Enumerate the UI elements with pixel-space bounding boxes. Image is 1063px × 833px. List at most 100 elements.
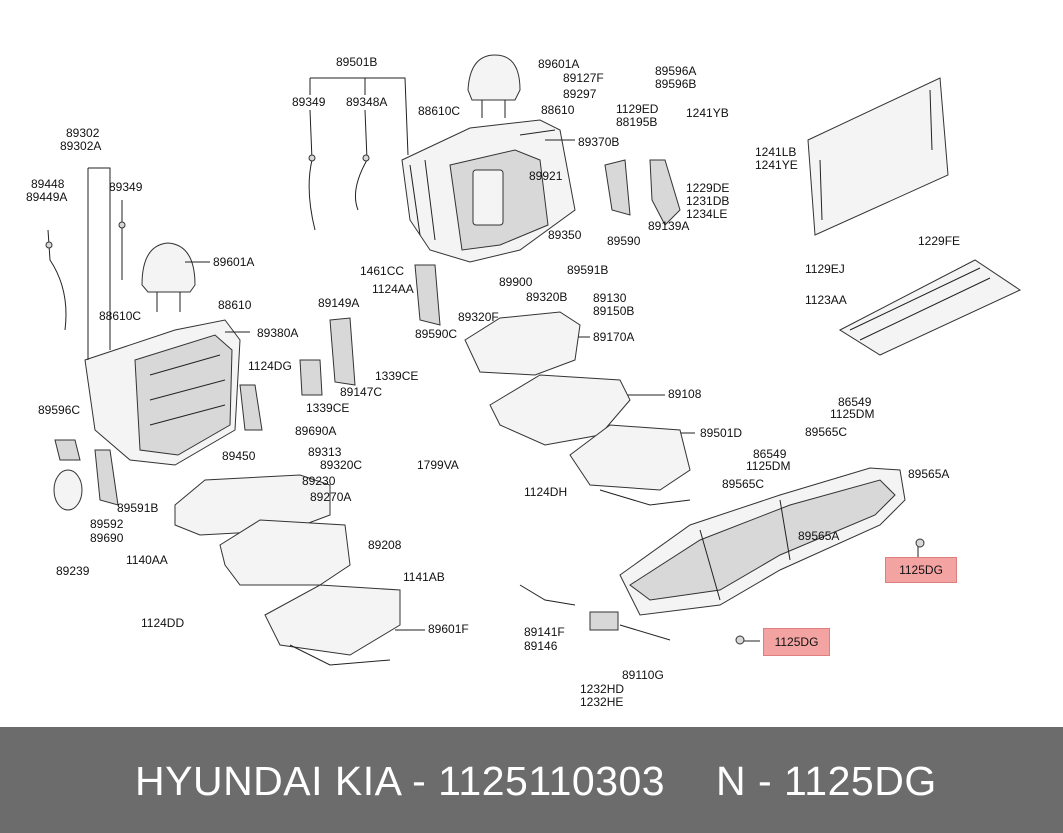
seat-cushion-left [174,474,401,666]
part-label: 89565C [722,477,765,491]
bench-seat-right [619,467,906,616]
part-label: 1124AA [372,282,414,296]
part-label: 1229FE [918,234,961,248]
part-label: 1229DE [686,181,730,195]
part-label: 89146 [524,639,558,653]
part-label: 89900 [499,275,533,289]
part-label: 89921 [529,169,563,183]
part-label: 1231DB [686,194,730,208]
part-label: 89349 [109,180,143,194]
part-label: 89348A [346,95,388,109]
part-label: 89370B [578,135,620,149]
part-label: 1140AA [126,553,168,567]
part-label: 1125DM [746,459,791,473]
part-label: 89147C [340,385,383,399]
seat-cushion-center [464,311,691,506]
part-label: 89380A [257,326,299,340]
part-label: 89108 [668,387,702,401]
part-label: 89320C [320,458,363,472]
part-label: 89302A [60,139,102,153]
part-label: 1339CE [375,369,419,383]
part-label: 89596C [38,403,81,417]
part-label: 89239 [56,564,90,578]
headrest-upper [467,54,521,118]
part-label: 89450 [222,449,256,463]
part-label: 1799VA [417,458,459,472]
part-label: 1339CE [306,401,350,415]
part-label: 89350 [548,228,582,242]
part-label: 86549 [753,447,787,461]
part-label: 89170A [593,330,635,344]
part-label: 89596B [655,77,697,91]
part-label: 1125DM [830,407,875,421]
part-label: 1241YB [686,106,729,120]
part-label: 89320B [526,290,568,304]
part-label: 88610C [99,309,142,323]
part-label: 89349 [292,95,326,109]
part-label: 89449A [26,190,68,204]
part-label: 1129EJ [805,262,845,276]
part-label: 89565C [805,425,848,439]
part-label: 89690 [90,531,124,545]
highlighted-part-label: 1125DG [885,557,957,583]
part-label: 89591B [567,263,609,277]
parts-drawing [45,54,1022,666]
footer-bar: HYUNDAI KIA - 1125110303 N - 1125DG [0,727,1063,833]
part-label: 89208 [368,538,402,552]
part-label: 86549 [838,395,872,409]
small-parts [53,159,925,645]
headrest-left [141,242,196,312]
part-label: 89601F [428,622,469,636]
part-label: 1232HD [580,682,625,696]
highlighted-part-label: 1125DG [763,628,830,656]
part-label: 88610 [541,103,575,117]
part-label: 89297 [563,87,597,101]
footer-code: N - 1125DG [716,758,937,804]
seatback-frame-upper [401,119,576,263]
part-label: 1124DD [141,616,185,630]
part-label: 1124DG [248,359,292,373]
cables [45,109,576,606]
part-label: 1234LE [686,207,728,221]
part-label: 89592 [90,517,124,531]
part-label: 89501B [336,55,378,69]
part-label: 89150B [593,304,635,318]
part-label: 89313 [308,445,342,459]
part-label: 88610 [218,298,252,312]
part-label: 89320F [458,310,499,324]
part-label: 89590 [607,234,641,248]
part-label: 1461CC [360,264,405,278]
part-label: 89139A [648,219,690,233]
part-label: 1232HE [580,695,624,709]
back-panel-right [807,77,949,236]
part-label: 89565A [908,467,950,481]
part-label: 89149A [318,296,360,310]
part-label: 89690A [295,424,337,438]
part-label: 88195B [616,115,658,129]
part-label: 89591B [117,501,159,515]
part-label: 89501D [700,426,743,440]
part-label: 89141F [524,625,565,639]
part-label: 89596A [655,64,697,78]
part-label: 89448 [31,177,65,191]
parts-diagram: 89501B 89349 89348A 89601A 89127F 89297 … [26,54,1022,709]
part-label: 89230 [302,474,336,488]
part-label: 89110G [622,668,664,682]
part-label: 1123AA [805,293,847,307]
part-label: 89565A [798,529,840,543]
part-label: 89590C [415,327,458,341]
part-label: 89302 [66,126,100,140]
part-label: 1129ED [616,102,659,116]
footer-brand-partnumber: HYUNDAI KIA - 1125110303 [135,758,666,804]
part-label: 1141AB [403,570,445,584]
seatback-left [84,319,241,466]
part-label: 89601A [538,57,580,71]
part-label: 89601A [213,255,255,269]
part-label: 1241LB [755,145,797,159]
part-label: 1124DH [524,485,568,499]
part-label: 88610C [418,104,461,118]
seat-rail-right [838,259,1022,356]
part-label: 89130 [593,291,627,305]
part-label: 1241YE [755,158,798,172]
part-label: 89127F [563,71,604,85]
